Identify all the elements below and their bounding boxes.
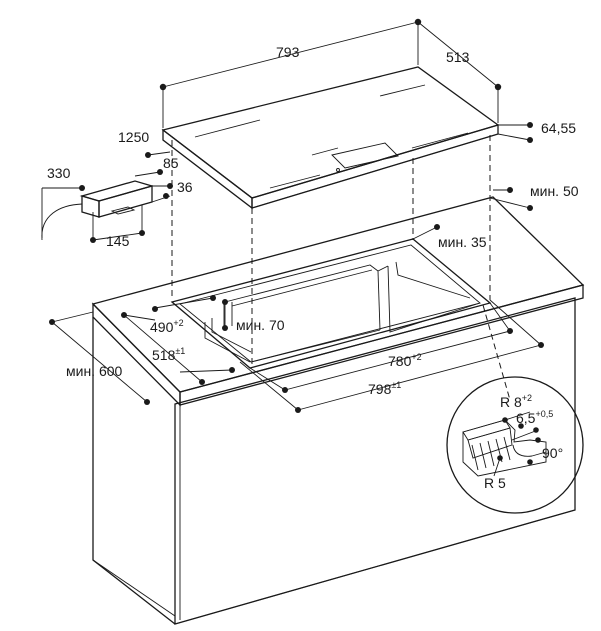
- label-r8: R 8+2: [500, 393, 532, 410]
- cooktop: [161, 66, 500, 210]
- projection-lines: [171, 135, 511, 401]
- label-793: 793: [276, 44, 300, 60]
- label-90: 90°: [542, 445, 563, 461]
- cabinet: [91, 196, 585, 625]
- label-65: 6,5+0,5: [516, 409, 553, 426]
- label-36: 36: [177, 179, 193, 195]
- label-r5: R 5: [484, 475, 506, 491]
- label-330: 330: [47, 165, 71, 181]
- label-min70: мин. 70: [236, 317, 285, 333]
- label-85: 85: [163, 155, 179, 171]
- label-1250: 1250: [118, 129, 149, 145]
- label-780: 780+2: [388, 352, 422, 369]
- label-min600: мин. 600: [66, 363, 123, 379]
- dimension-labels: 793 513 1250 64,55 330 85 36 145 мин. 50…: [47, 44, 579, 491]
- edge-detail: [446, 376, 584, 514]
- label-145: 145: [106, 233, 130, 249]
- dimension-lines: [41, 18, 544, 413]
- label-518: 518±1: [152, 346, 185, 363]
- label-490: 490+2: [150, 318, 184, 335]
- label-513: 513: [446, 49, 470, 65]
- connection-box: [41, 180, 155, 241]
- label-min35: мин. 35: [438, 234, 487, 250]
- label-6455: 64,55: [541, 120, 576, 136]
- label-798: 798±1: [368, 380, 401, 397]
- label-min50: мин. 50: [530, 183, 579, 199]
